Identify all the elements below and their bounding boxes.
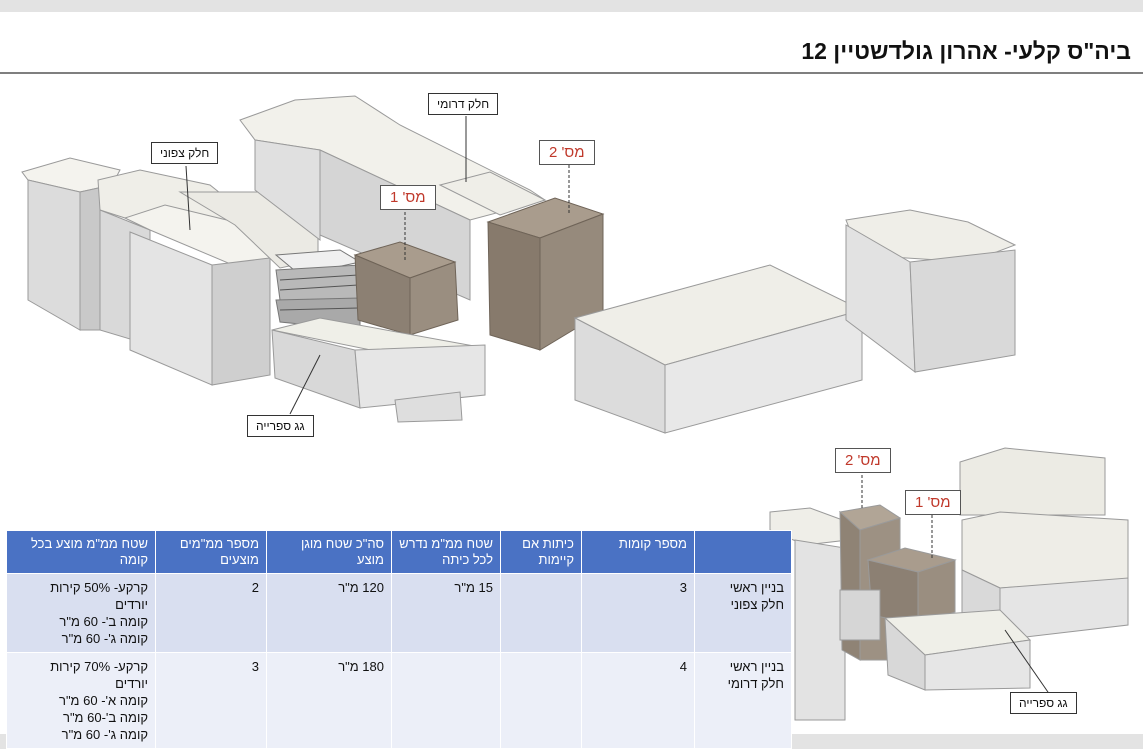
- far-east-building: [845, 209, 1017, 374]
- label-leaders: [185, 116, 570, 415]
- shelter-area-table: מספר קומות כיתות אם קיימות שטח ממ"מ נדרש…: [6, 530, 792, 749]
- cell-total-area: 120 מ"ר: [266, 573, 392, 653]
- inset-view: [769, 447, 1129, 721]
- table-row: בניין ראשי חלק דרומי 4 180 מ"ר 3 קרקע- 7…: [6, 652, 792, 749]
- cell-area-per-class: [391, 652, 501, 749]
- cell-building: בניין ראשי חלק צפוני: [694, 573, 792, 653]
- cell-area-per-floor: קרקע- 50% קירות יורדים קומה ב'- 60 מ"ר ק…: [6, 573, 156, 653]
- table-row: בניין ראשי חלק צפוני 3 15 מ"ר 120 מ"ר 2 …: [6, 573, 792, 653]
- page-title: ביה"ס קלעי- אהרון גולדשטיין 12: [801, 38, 1131, 64]
- cell-num-mamad: 2: [155, 573, 267, 653]
- header-area-per-class: שטח ממ"מ נדרש לכל כיתה: [391, 530, 501, 574]
- north-wing: [21, 157, 319, 386]
- inset-label-mamad-2: מס' 2: [835, 448, 891, 473]
- header-floors: מספר קומות: [581, 530, 695, 574]
- header-total-area: סה"כ שטח מוגן מוצע: [266, 530, 392, 574]
- inset-label-mamad-1: מס' 1: [905, 490, 961, 515]
- label-south-part: חלק דרומי: [428, 93, 499, 115]
- header-num-mamad: מספר ממ"מים מוצעים: [155, 530, 267, 574]
- mamad-1-block: [353, 241, 459, 336]
- header-area-per-floor: שטח ממ"מ מוצע בכל קומה: [6, 530, 156, 574]
- header-building: [694, 530, 792, 574]
- cell-area-per-floor: קרקע- 70% קירות יורדים קומה א'- 60 מ"ר ק…: [6, 652, 156, 749]
- label-mamad-2: מס' 2: [539, 140, 595, 165]
- label-north-part: חלק צפוני: [151, 142, 219, 164]
- inset-label-leaders: [861, 475, 1051, 696]
- library-building: [271, 317, 486, 423]
- cell-num-mamad: 3: [155, 652, 267, 749]
- header-classes: כיתות אם קיימות: [500, 530, 582, 574]
- cell-area-per-class: 15 מ"ר: [391, 573, 501, 653]
- cell-floors: 4: [581, 652, 695, 749]
- east-building: [573, 264, 864, 434]
- cell-building: בניין ראשי חלק דרומי: [694, 652, 792, 749]
- title-divider: [0, 72, 1143, 74]
- label-mamad-1: מס' 1: [380, 185, 436, 210]
- cell-total-area: 180 מ"ר: [266, 652, 392, 749]
- table-header-row: מספר קומות כיתות אם קיימות שטח ממ"מ נדרש…: [6, 530, 792, 574]
- cell-classes: [500, 652, 582, 749]
- label-library-roof: גג ספרייה: [247, 415, 314, 437]
- cell-floors: 3: [581, 573, 695, 653]
- inset-label-library-roof: גג ספרייה: [1010, 692, 1077, 714]
- cell-classes: [500, 573, 582, 653]
